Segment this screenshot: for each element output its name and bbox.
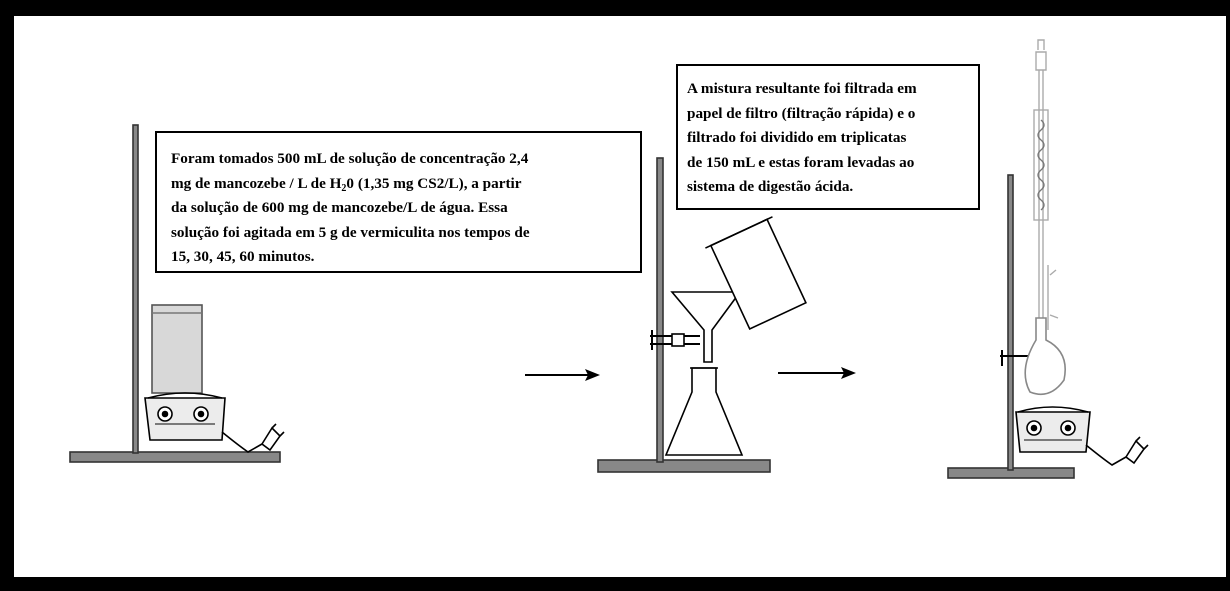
step1-line-2a: mg de mancozebe / L de H xyxy=(171,174,342,192)
step2-line-4: de 150 mL e estas foram levadas ao xyxy=(687,153,915,171)
step1-line-2b: 0 (1,35 mg CS2/L), a partir xyxy=(346,174,522,192)
step2-textbox: A mistura resultante foi filtrada em pap… xyxy=(676,64,980,210)
stand-rod-1 xyxy=(132,124,139,454)
digestion-apparatus xyxy=(947,39,1149,479)
step2-line-1: A mistura resultante foi filtrada em xyxy=(687,80,917,97)
stirrer-body-1 xyxy=(144,397,226,441)
step1-line-2: mg de mancozebe / L de H20 (1,35 mg CS2/… xyxy=(171,172,632,197)
arrow-2 xyxy=(778,367,856,379)
step1-line-1: Foram tomados 500 mL de solução de conce… xyxy=(171,150,529,167)
beaker-1 xyxy=(151,304,203,394)
filtration-apparatus xyxy=(597,157,807,473)
plug-3 xyxy=(1124,439,1146,465)
arrow-1 xyxy=(525,369,600,381)
condenser xyxy=(1035,39,1047,71)
step1-line-4: solução foi agitada em 5 g de vermiculit… xyxy=(171,223,530,241)
stirrer-body-3 xyxy=(1015,411,1091,453)
stirrer-apparatus-1 xyxy=(69,124,285,463)
plug-1 xyxy=(260,426,282,452)
funnel xyxy=(670,291,742,363)
stand-rod-3 xyxy=(1007,174,1014,471)
power-cord-3 xyxy=(1085,444,1127,466)
step1-line-5: 15, 30, 45, 60 minutos. xyxy=(171,248,315,265)
power-cord-1 xyxy=(221,431,263,453)
step1-subscript: 2 xyxy=(341,182,347,194)
step1-line-3: da solução de 600 mg de mancozebe/L de á… xyxy=(171,199,508,216)
step2-line-5: sistema de digestão ácida. xyxy=(687,178,854,195)
stand-base-2 xyxy=(597,459,771,473)
step1-textbox: Foram tomados 500 mL de solução de conce… xyxy=(155,131,642,273)
erlenmeyer-flask xyxy=(664,367,744,456)
stand-rod-2 xyxy=(656,157,664,463)
clamp-3 xyxy=(1000,350,1030,366)
step2-line-2: papel de filtro (filtração rápida) e o xyxy=(687,104,916,122)
step2-line-3: filtrado foi dividido em triplicatas xyxy=(687,129,907,146)
round-bottom-flask xyxy=(1024,317,1066,396)
stand-base-1 xyxy=(69,451,281,463)
